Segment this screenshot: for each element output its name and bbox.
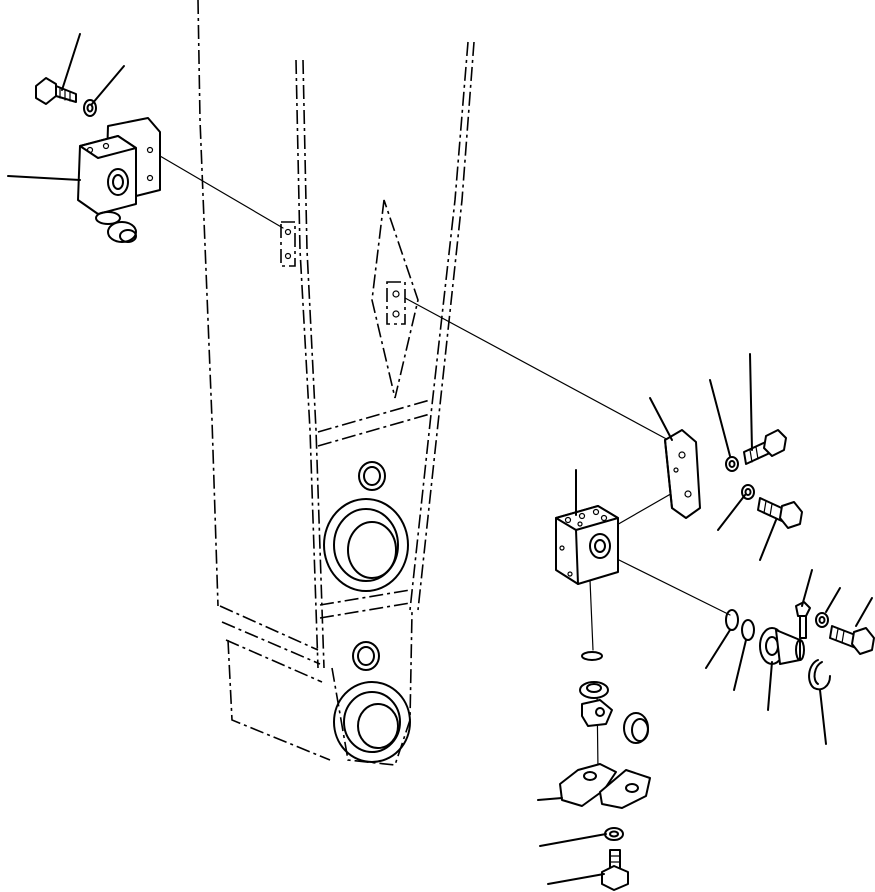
bracket-right [664,429,701,519]
snap-ring [808,659,831,691]
washer-left [83,99,97,117]
bolt-left [35,77,77,105]
alignment-lines [159,155,731,771]
boom-arm-outline [197,0,475,766]
arm-boss-lower [352,641,380,671]
o-ring-2 [741,619,755,641]
arm-bore-lower [333,681,411,763]
arm-boss-upper [358,461,386,491]
leader-lines [7,33,873,885]
washer-middle-right [741,484,755,500]
washer-upper-right [725,456,739,472]
washer-bottom [604,827,624,841]
arm-bore-upper [323,498,409,592]
small-bolt [795,601,811,639]
o-ring-1 [725,609,739,631]
bolt-upper-right [743,429,787,465]
elbow-fitting [759,627,805,665]
bolt-far-right [829,625,875,655]
bolt-middle-right [757,497,803,529]
adapter-tee [581,699,613,727]
bolt-bottom [601,849,629,891]
washer-small [815,612,829,628]
o-ring-bottom [581,651,603,661]
nipple-fitting [579,681,609,699]
o-ring-side-bottom [623,712,649,744]
split-flange [559,763,651,809]
valve-block-left [77,117,161,243]
valve-block-center [555,505,619,585]
